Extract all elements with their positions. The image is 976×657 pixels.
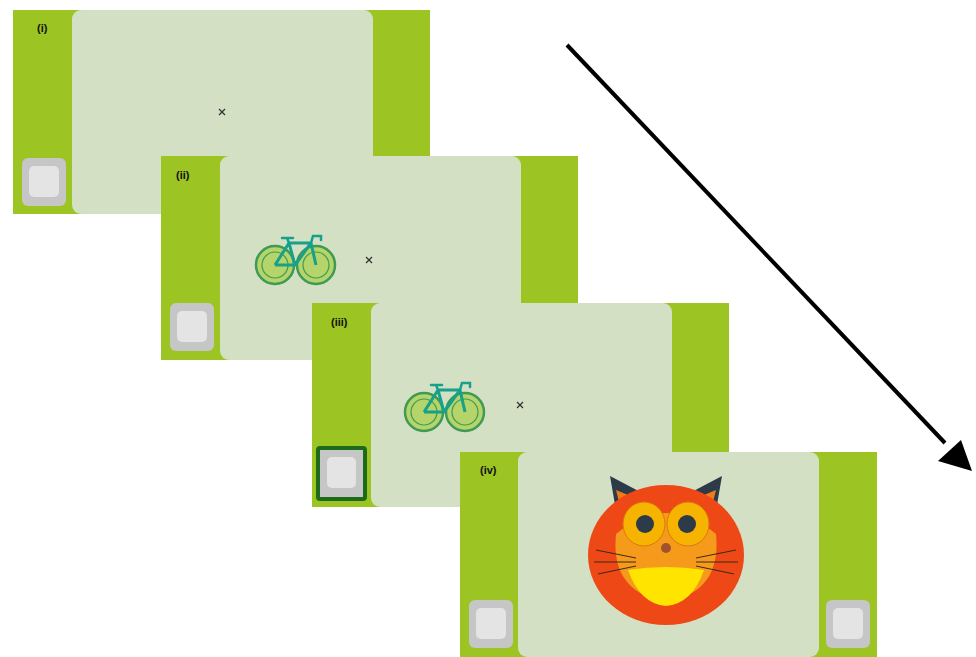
cat-face — [588, 476, 744, 625]
panel-label: (iii) — [331, 316, 348, 328]
screen-art — [460, 452, 877, 657]
arrow-shaft — [567, 45, 945, 443]
panel-label: (iv) — [480, 464, 497, 476]
panel-label: (i) — [37, 22, 47, 34]
task-screen: (iv) — [460, 452, 877, 657]
panel-label: (ii) — [176, 169, 189, 181]
arrow-head — [938, 440, 972, 471]
